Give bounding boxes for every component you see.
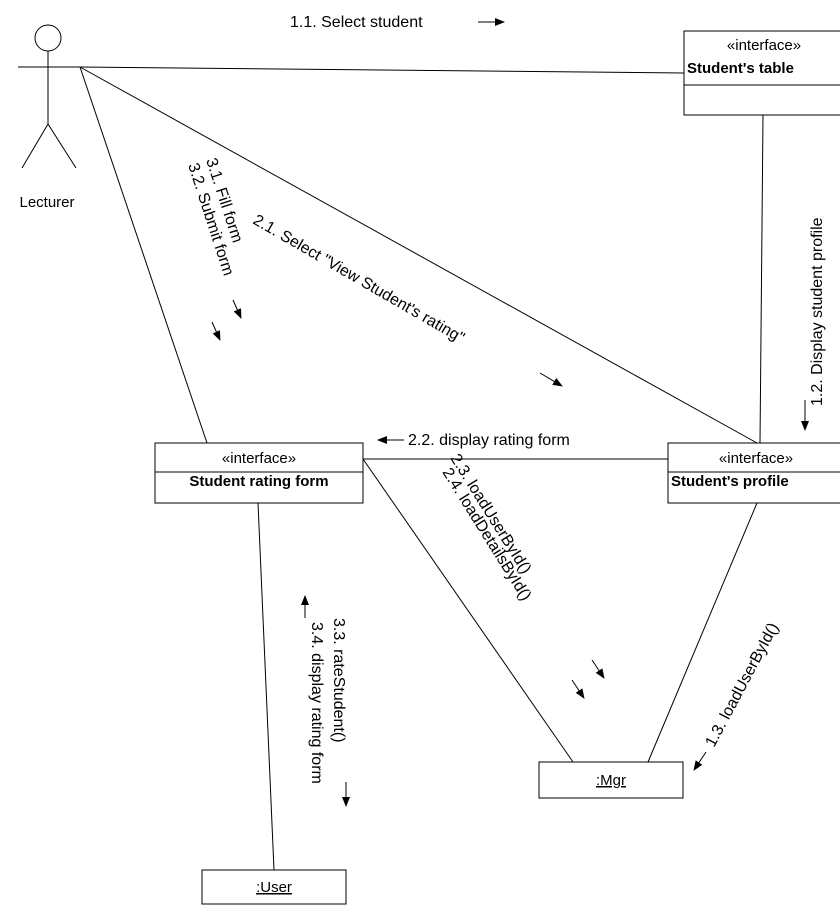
message-3-2-arrow — [211, 321, 221, 341]
user-box — [201, 869, 347, 905]
message-2-1-label: 2.1. Select "View Student's rating" — [250, 212, 467, 347]
user-name: :User — [256, 879, 292, 896]
message-1-3-label: 1.3. loadUserById() — [703, 620, 783, 750]
actor-left-leg — [21, 123, 49, 169]
students-profile-box — [667, 442, 840, 504]
rating-form-box — [154, 442, 364, 504]
link-profile-mgr — [647, 502, 758, 763]
link-lecturer-rating-form — [79, 66, 208, 444]
link-rating-form-user — [257, 502, 275, 871]
message-2-3-arrow — [591, 659, 605, 679]
mgr-object: :Mgr — [538, 761, 684, 799]
mgr-box — [538, 761, 684, 799]
message-2-3: 2.3. loadUserById() — [447, 451, 605, 679]
links — [79, 66, 764, 871]
message-2-3-label: 2.3. loadUserById() — [447, 451, 534, 577]
message-2-4: 2.4. loadDetailsById() — [439, 465, 585, 699]
message-1-1: 1.1. Select student — [290, 14, 505, 31]
mgr-name: :Mgr — [596, 772, 626, 789]
message-3-1-arrow — [232, 299, 242, 319]
students-table-stereotype: «interface» — [727, 37, 801, 54]
lecturer-actor: Lecturer — [18, 24, 80, 211]
students-profile-name: Student's profile — [671, 473, 789, 490]
actor-name: Lecturer — [19, 194, 74, 211]
link-lecturer-students-profile — [79, 66, 758, 444]
students-table-object: «interface» Student's table — [683, 30, 840, 116]
rating-form-stereotype: «interface» — [222, 450, 296, 467]
actor-right-leg — [47, 123, 77, 169]
user-object: :User — [201, 869, 347, 905]
students-profile-stereotype: «interface» — [719, 450, 793, 467]
message-2-1: 2.1. Select "View Student's rating" — [250, 212, 563, 387]
student-rating-form-object: «interface» Student rating form — [154, 442, 364, 504]
message-2-2-label: 2.2. display rating form — [408, 432, 570, 449]
message-2-4-label: 2.4. loadDetailsById() — [439, 465, 534, 604]
message-1-2-label: 1.2. Display student profile — [809, 217, 826, 406]
students-table-box — [683, 30, 840, 116]
students-profile-object: «interface» Student's profile — [667, 442, 840, 504]
link-students-table-profile — [759, 114, 764, 444]
message-2-2: 2.2. display rating form — [377, 432, 570, 449]
message-1-3-arrow — [693, 751, 707, 771]
message-3-4: 3.4. display rating form — [301, 595, 325, 784]
rating-form-name: Student rating form — [189, 473, 328, 490]
message-1-3: 1.3. loadUserById() — [693, 620, 783, 771]
link-lecturer-students-table — [79, 66, 685, 74]
message-1-2: 1.2. Display student profile — [801, 217, 826, 431]
message-3-4-label: 3.4. display rating form — [308, 622, 325, 784]
message-3-3: 3.3. rateStudent() — [330, 618, 350, 807]
message-2-4-arrow — [571, 679, 585, 699]
message-3-3-label: 3.3. rateStudent() — [330, 618, 347, 743]
link-rating-form-mgr — [362, 458, 574, 763]
message-1-1-label: 1.1. Select student — [290, 14, 423, 31]
message-2-1-arrow — [539, 372, 563, 387]
students-table-name: Student's table — [687, 60, 794, 77]
actor-head — [34, 24, 62, 52]
